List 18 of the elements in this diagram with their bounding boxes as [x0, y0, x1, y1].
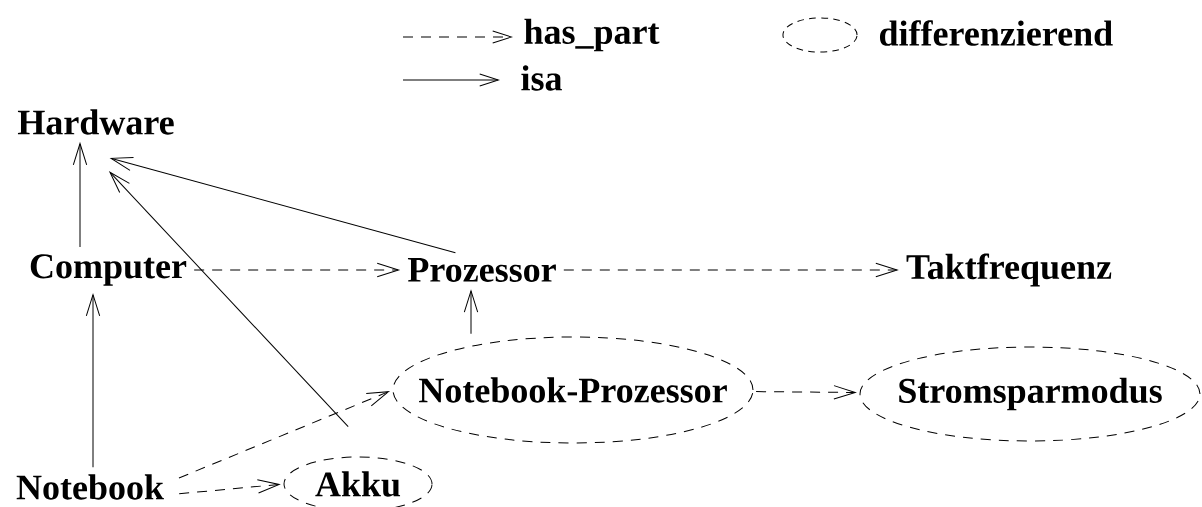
concept-label: Computer: [30, 254, 187, 286]
dashed-arrow: [178, 479, 280, 495]
arrow: [85, 294, 101, 468]
arrow: [110, 157, 456, 254]
dashed-arrow: [193, 262, 400, 278]
legend-label: has_part: [524, 18, 660, 52]
dashed-arrow: [178, 391, 389, 479]
concept-label: Hardware: [17, 109, 174, 135]
legend-label: differenzierend: [880, 20, 1113, 46]
legend-label: isa: [521, 65, 562, 91]
arrow: [72, 143, 88, 248]
concept-label: Taktfrequenz: [906, 253, 1112, 287]
arrow: [109, 171, 349, 428]
concept-label: Notebook: [16, 474, 164, 500]
dashed-arrow: [755, 385, 856, 400]
dashed-arrow: [563, 262, 898, 278]
concept-label: Prozessor: [408, 258, 556, 282]
arrow: [463, 290, 479, 335]
